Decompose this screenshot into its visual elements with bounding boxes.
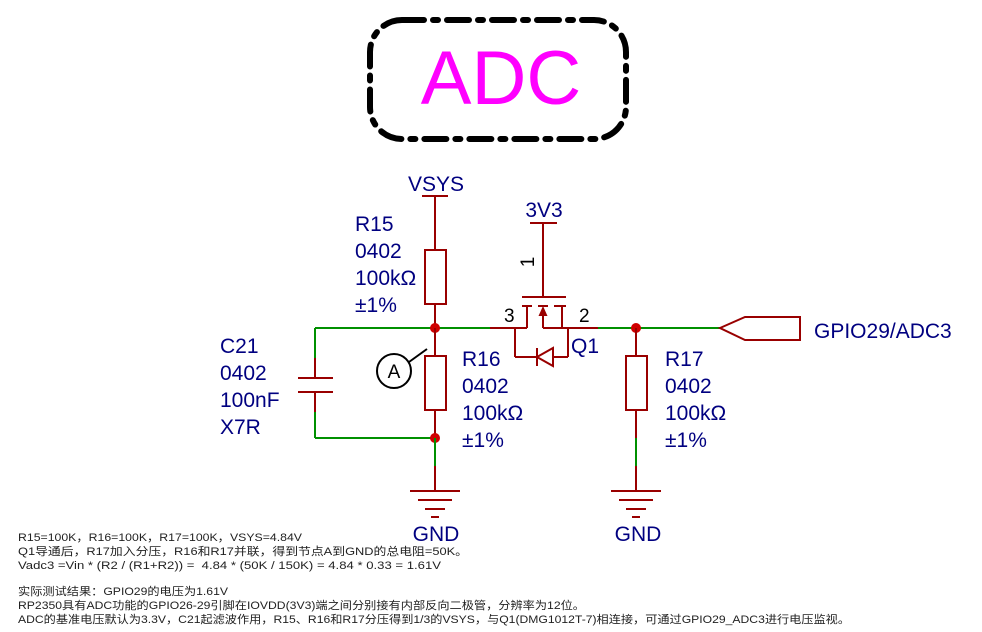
- resistor-r15: R15 0402 100kΩ ±1%: [355, 213, 447, 328]
- q1-ref: Q1: [571, 335, 599, 358]
- net-port-gpio29: GPIO29/ADC3: [717, 316, 952, 343]
- node-a-marker: A: [376, 348, 428, 389]
- gnd-left-label: GND: [413, 523, 460, 546]
- r15-value: 100kΩ: [355, 267, 416, 290]
- q1-diode-triangle: [534, 346, 554, 368]
- node-a-circle: [376, 353, 412, 389]
- resistor-r17: R17 0402 100kΩ ±1%: [625, 328, 726, 452]
- q1-pin2-label: 2: [579, 306, 590, 327]
- c21-dielectric: X7R: [220, 416, 261, 439]
- ground-symbol-left: GND: [410, 438, 460, 546]
- note-line-6: ADC的基准电压默认为3.3V，C21起滤波作用，R15、R16和R17分压得到…: [18, 612, 850, 626]
- r16-body: [424, 355, 447, 411]
- note-line-2: Q1导通后，R17加入分压，R16和R17并联，得到节点A到GND的总电阻=50…: [18, 544, 468, 558]
- title-block: ADC: [367, 17, 629, 142]
- capacitor-c21: C21 0402 100nF X7R: [220, 328, 333, 439]
- r16-value: 100kΩ: [462, 402, 523, 425]
- r17-package: 0402: [665, 375, 712, 398]
- c21-value: 100nF: [220, 389, 280, 412]
- node-a-leader: [408, 348, 428, 363]
- r15-package: 0402: [355, 240, 402, 263]
- r16-tolerance: ±1%: [462, 429, 504, 452]
- q1-pin1-label: 1: [518, 257, 539, 268]
- node-a-label: A: [388, 362, 401, 383]
- r17-value: 100kΩ: [665, 402, 726, 425]
- ground-symbol-right: GND: [611, 438, 661, 546]
- r17-ref: R17: [665, 348, 704, 371]
- net-port-flag: [717, 316, 801, 341]
- r17-tolerance: ±1%: [665, 429, 707, 452]
- r15-ref: R15: [355, 213, 394, 236]
- r16-package: 0402: [462, 375, 509, 398]
- q1-pin3-label: 3: [504, 306, 515, 327]
- gnd-right-label: GND: [615, 523, 662, 546]
- net-port-label: GPIO29/ADC3: [814, 320, 952, 343]
- note-line-1: R15=100K，R16=100K，R17=100K，VSYS=4.84V: [18, 532, 303, 544]
- c21-ref: C21: [220, 335, 259, 358]
- note-line-4: 实际测试结果：GPIO29的电压为1.61V: [18, 584, 229, 598]
- vsys-power-symbol: VSYS: [408, 173, 464, 250]
- notes-block: R15=100K，R16=100K，R17=100K，VSYS=4.84V Q1…: [18, 532, 850, 626]
- r15-tolerance: ±1%: [355, 294, 397, 317]
- v3v3-label: 3V3: [525, 199, 562, 222]
- resistor-r16: R16 0402 100kΩ ±1%: [424, 328, 523, 452]
- vsys-label: VSYS: [408, 173, 464, 196]
- r17-body: [625, 355, 648, 411]
- note-line-5: RP2350具有ADC功能的GPIO26-29引脚在IOVDD(3V3)端之间分…: [18, 598, 585, 612]
- mosfet-q1: 3V3 1 3 2 Q1: [490, 199, 599, 368]
- q1-body-arrow: [538, 306, 548, 316]
- r15-body: [424, 249, 447, 305]
- title-text: ADC: [421, 36, 581, 121]
- r16-ref: R16: [462, 348, 501, 371]
- title-frame: [367, 17, 629, 142]
- note-line-3: Vadc3 =Vin * (R2 / (R1+R2)) = 4.84 * (50…: [18, 560, 442, 572]
- c21-package: 0402: [220, 362, 267, 385]
